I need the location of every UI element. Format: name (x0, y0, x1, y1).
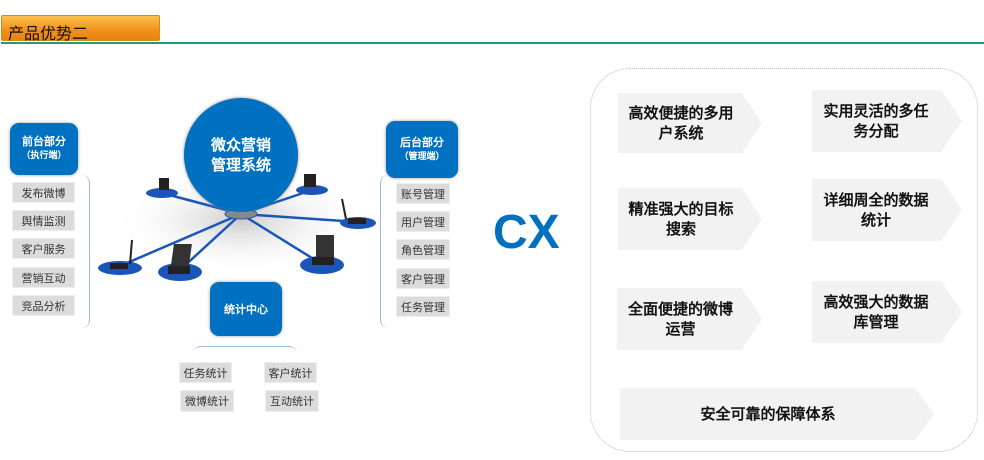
back-item: 任务管理 (396, 296, 450, 317)
network-diagram (98, 165, 376, 281)
feature-arrow: 实用灵活的多任务分配 (812, 90, 962, 152)
back-item: 客户管理 (396, 268, 450, 289)
feature-arrow: 精准强大的目标搜索 (618, 188, 762, 250)
back-title: 后台部分 (400, 135, 444, 149)
brand-logo-text: CX (493, 206, 560, 259)
feature-arrow: 高效强大的数据库管理 (812, 281, 962, 343)
section-title: 产品优势二 (1, 15, 160, 43)
stats-bracket (193, 346, 297, 356)
front-item: 营销互动 (12, 267, 75, 288)
back-subtitle: （管理端） (399, 151, 445, 162)
stats-header: 统计中心 (210, 282, 282, 336)
feature-arrow: 全面便捷的微博运营 (617, 288, 762, 350)
feature-arrow: 详细周全的数据统计 (812, 179, 962, 241)
feature-arrow-wide: 安全可靠的保障体系 (620, 388, 934, 440)
front-item: 竞品分析 (12, 295, 75, 316)
back-item: 角色管理 (396, 239, 450, 260)
stats-item: 微博统计 (180, 390, 234, 412)
front-item: 客户服务 (12, 238, 75, 259)
feature-arrow: 高效便捷的多用户系统 (618, 93, 762, 153)
back-item: 用户管理 (396, 211, 450, 232)
stats-title: 统计中心 (224, 302, 268, 316)
stats-item: 互动统计 (265, 390, 319, 412)
title-divider (1, 42, 984, 44)
front-subtitle: （执行端） (21, 151, 67, 161)
features-panel (590, 68, 978, 452)
center-system-circle: 微众营销管理系统 (184, 98, 298, 212)
stats-item: 客户统计 (264, 362, 317, 383)
stats-item: 任务统计 (179, 362, 232, 383)
front-bracket (82, 175, 90, 328)
back-header: 后台部分 （管理端） (386, 121, 458, 178)
front-header: 前台部分 （执行端） (10, 123, 78, 175)
front-item: 发布微博 (12, 182, 75, 203)
front-item: 舆情监测 (12, 210, 75, 231)
laptop-icons (98, 174, 376, 281)
back-item: 账号管理 (396, 183, 450, 204)
back-bracket (380, 175, 388, 328)
front-title: 前台部分 (22, 135, 66, 148)
